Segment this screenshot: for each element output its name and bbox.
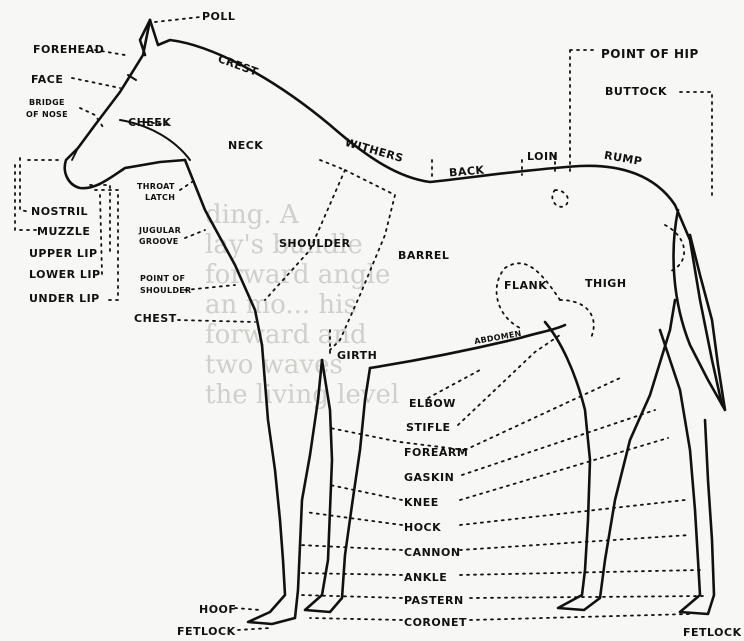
label-jugular-2: GROOVE (139, 238, 179, 246)
label-bridge-1: BRIDGE (29, 99, 65, 107)
label-elbow: ELBOW (409, 398, 456, 409)
front-leg-near (248, 345, 322, 624)
leader-cannon-hind (460, 535, 690, 550)
leader-muzzle-box (15, 165, 40, 230)
label-jugular-1: JUGULAR (139, 227, 181, 235)
label-back: BACK (449, 164, 485, 178)
hind-leg-far (660, 330, 714, 614)
leader-coronet-hind (470, 614, 690, 620)
leader-elbow (428, 370, 480, 398)
label-nostril: NOSTRIL (31, 206, 88, 217)
leader-jugular (185, 230, 205, 238)
label-barrel: BARREL (398, 250, 449, 261)
head-outline (150, 20, 722, 405)
leader-lips-box (90, 185, 118, 300)
leader-knee (330, 485, 402, 500)
label-shoulder: SHOULDER (279, 238, 351, 249)
label-stifle: STIFLE (406, 422, 451, 433)
label-ankle: ANKLE (404, 572, 447, 583)
label-cheek: CHEEK (128, 117, 171, 128)
label-point-shoulder-2: SHOULDER (140, 287, 192, 295)
label-buttock: BUTTOCK (605, 86, 667, 97)
label-point-shoulder-1: POINT OF (140, 275, 185, 283)
leader-knee-hind (460, 438, 668, 500)
throat (185, 160, 262, 345)
leader-coronet (310, 618, 402, 620)
label-coronet: CORONET (404, 617, 467, 628)
leader-face (72, 78, 120, 88)
label-flank: FLANK (504, 280, 547, 291)
leader-shoulder-region (265, 170, 395, 350)
hip-circle (552, 190, 568, 207)
leader-fetlock-left (238, 628, 270, 630)
label-pastern: PASTERN (404, 595, 464, 606)
label-gaskin: GASKIN (404, 472, 454, 483)
label-throat-2: LATCH (145, 194, 175, 202)
label-hoof: HOOF (199, 604, 236, 615)
label-point-of-hip: POINT OF HIP (601, 48, 699, 60)
leader-throat (180, 180, 195, 190)
label-loin: LOIN (527, 151, 558, 162)
flank-circle (497, 263, 560, 328)
leader-ankle-hind (460, 570, 700, 575)
label-fetlock-right: FETLOCK (683, 627, 742, 638)
label-forearm: FOREARM (404, 447, 468, 458)
label-lower-lip: LOWER LIP (29, 269, 101, 280)
leader-nostril-box (20, 158, 60, 212)
label-thigh: THIGH (585, 278, 627, 289)
label-forehead: FOREHEAD (33, 44, 104, 55)
label-neck: NECK (228, 140, 263, 151)
thigh-circle (560, 300, 594, 340)
label-throat-1: THROAT (137, 183, 175, 191)
leader-withers (320, 160, 345, 170)
leader-point-shoulder (185, 285, 235, 290)
leader-pastern (300, 595, 402, 598)
label-under-lip: UNDER LIP (29, 293, 100, 304)
leader-hock-hind (460, 500, 685, 525)
leader-ankle (300, 573, 402, 575)
label-bridge-2: OF NOSE (26, 111, 68, 119)
leader-gaskin (462, 410, 655, 475)
leader-chest (178, 320, 255, 322)
leader-point-of-hip (570, 50, 595, 175)
leader-cannon (300, 545, 402, 550)
leader-pastern-hind (470, 596, 706, 598)
label-muzzle: MUZZLE (37, 226, 90, 237)
belly-outline (370, 325, 565, 368)
label-face: FACE (31, 74, 63, 85)
label-hock: HOCK (404, 522, 441, 533)
label-cannon: CANNON (404, 547, 461, 558)
label-knee: KNEE (404, 497, 439, 508)
leader-forearm-hind (465, 378, 620, 450)
label-upper-lip: UPPER LIP (29, 248, 98, 259)
leader-hoof (235, 608, 260, 610)
label-fetlock-left: FETLOCK (177, 626, 236, 637)
leader-buttock (680, 92, 712, 200)
leader-hock (305, 512, 402, 525)
label-poll: POLL (202, 11, 235, 22)
label-chest: CHEST (134, 313, 177, 324)
label-girth: GIRTH (337, 350, 377, 361)
leader-poll (155, 17, 200, 22)
